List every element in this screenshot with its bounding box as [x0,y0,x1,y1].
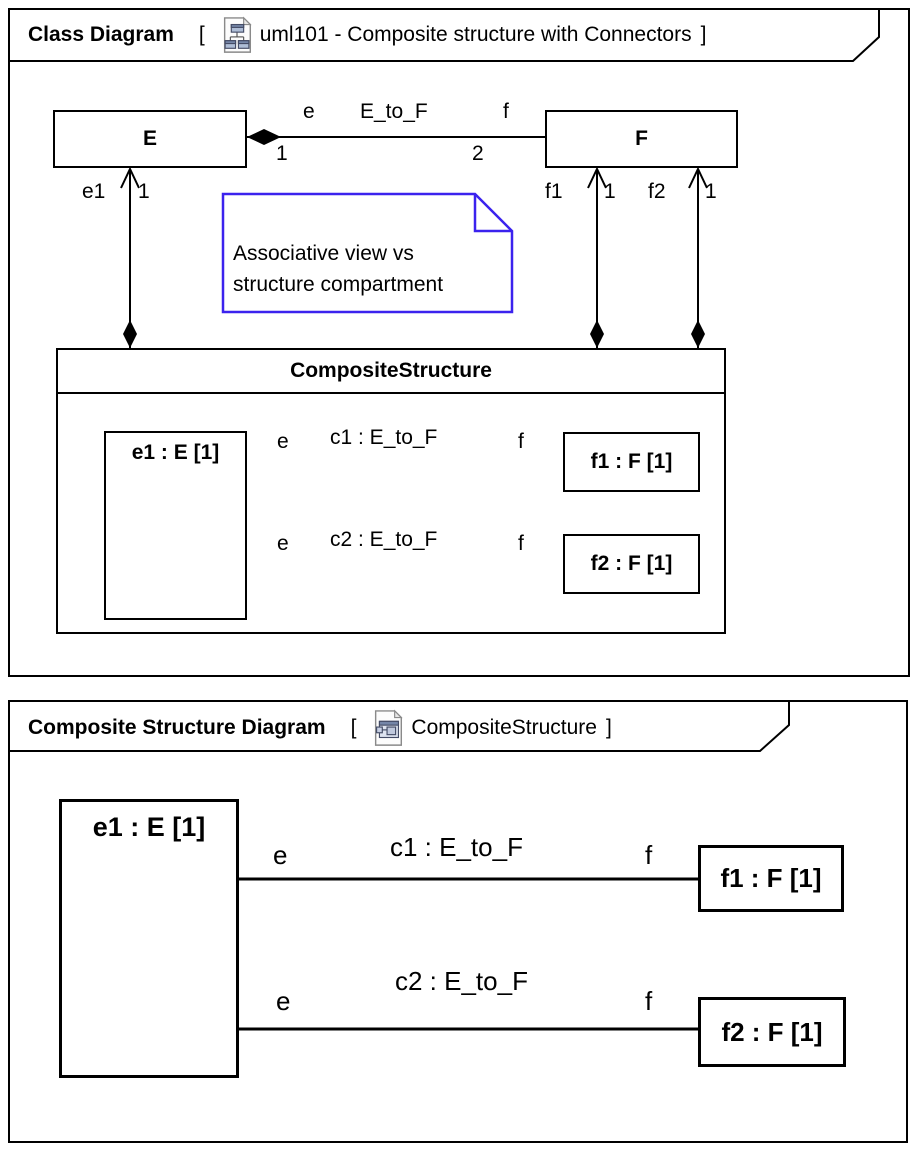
association-role-e: e [303,100,315,123]
connector-c1-role-right: f [518,430,524,453]
class-diagram-frame-title: Class Diagram [ uml101 - Composite struc… [28,13,715,57]
composition-role-f1: f1 [545,180,563,203]
part-f1-box: f1 : F [1] [563,432,700,492]
part-label: f1 : F [1] [720,863,822,893]
association-multiplicity-f: 2 [472,142,484,165]
part-label: e1 : E [1] [131,441,220,464]
part-e1-box: e1 : E [1] [59,799,239,1078]
connector-c2-role-right: f [645,986,653,1016]
composite-structure-diagram-frame-title: Composite Structure Diagram [ CompositeS… [28,706,621,750]
connector-c1-role-left: e [277,430,289,453]
diagram-name-label: CompositeStructure [411,716,597,739]
diagram-name-label: uml101 - Composite structure with Connec… [259,23,692,46]
connector-c1-name: c1 : E_to_F [390,832,523,862]
diagram-kind-label: Class Diagram [28,23,174,46]
note-line-1: Associative view vs [233,242,414,265]
composition-role-e1: e1 [82,180,106,203]
class-name: F [635,127,648,150]
bracket-open: [ [350,716,357,739]
connector-c2-role-left: e [277,532,289,555]
part-label: f2 : F [1] [721,1016,823,1047]
composition-mult-e1: 1 [138,180,150,203]
connector-c1-name: c1 : E_to_F [330,426,438,449]
part-e1-box: e1 : E [1] [104,431,247,620]
class-e-box: E [53,110,247,168]
note-line-2: structure compartment [233,273,444,296]
connector-c2-role-right: f [518,532,524,555]
uml-note-text: Associative view vs structure compartmen… [233,238,499,300]
association-multiplicity-e: 1 [276,142,288,165]
class-name: CompositeStructure [290,359,492,382]
composition-role-f2: f2 [648,180,666,203]
class-f-box: F [545,110,738,168]
composite-structure-diagram-icon [375,709,404,746]
bracket-close: ] [605,716,612,739]
association-name: E_to_F [360,100,428,123]
connector-c2-name: c2 : E_to_F [395,966,528,996]
part-f1-box: f1 : F [1] [698,845,844,912]
composition-mult-f1: 1 [604,180,616,203]
part-f2-box: f2 : F [1] [563,534,700,594]
connector-c2-name: c2 : E_to_F [330,528,438,551]
connector-c2-role-left: e [276,986,291,1016]
class-name: E [142,127,157,150]
part-label: f1 : F [1] [590,450,673,473]
part-f2-box: f2 : F [1] [698,997,846,1067]
connector-c1-role-left: e [273,840,288,870]
part-label: f2 : F [1] [590,552,673,575]
class-diagram-icon [223,16,252,53]
part-label: e1 : E [1] [92,812,206,842]
composition-mult-f2: 1 [705,180,717,203]
bracket-open: [ [198,23,205,46]
association-role-f: f [503,100,509,123]
diagram-kind-label: Composite Structure Diagram [28,716,326,739]
composite-structure-class-header: CompositeStructure [58,350,724,394]
bracket-close: ] [700,23,707,46]
connector-c1-role-right: f [645,840,653,870]
